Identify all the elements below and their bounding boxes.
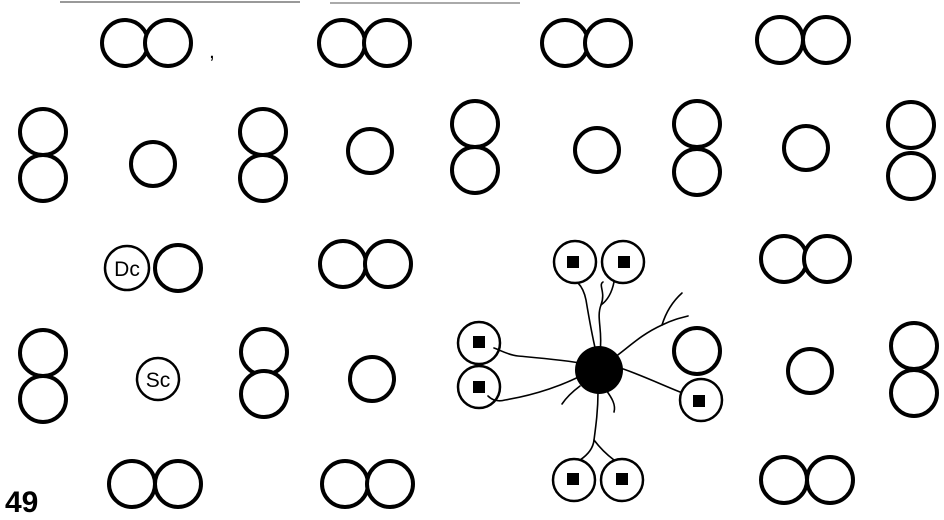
square-marker [473,381,485,393]
row-1: , [100,15,851,68]
row-5: 49 [5,455,855,519]
square-marker [618,256,630,268]
ring-pair-vertical [238,107,288,203]
ring-pair-horizontal [759,234,852,284]
ring-single [346,127,394,175]
ring-pair-vertical [889,321,939,418]
ring-pair-horizontal [759,455,855,505]
ring-pair-vertical [672,99,722,197]
ring-pair-vertical [18,328,68,424]
ring-single [786,347,834,395]
ring-single-sc: Sc [135,356,181,402]
ring-pair-marked-vertical [456,320,502,410]
ring-pair-vertical [239,327,289,419]
figure-number: 49 [5,486,38,519]
square-marker [567,256,579,268]
ring-pair-marked [551,457,645,503]
row-2 [18,99,936,203]
square-marker [693,395,705,407]
ring-single [573,126,621,174]
square-marker [616,473,628,485]
ring-single [129,140,177,188]
square-marker [473,336,485,348]
row-4: Sc [18,320,939,424]
top-rule [60,1,520,4]
ring-pair-vertical-marked [672,326,724,423]
ring-pair-horizontal [100,18,193,68]
dark-cell-body [575,346,623,394]
ring-pair-horizontal [317,18,412,68]
sc-label: Sc [146,369,171,392]
central-cell [487,281,689,461]
stray-comma-mark: , [209,40,215,63]
square-marker [567,473,579,485]
ring-pair-vertical [18,107,68,203]
ring-pair-vertical [886,100,936,201]
ring-pair-horizontal [318,239,413,289]
row-3: Dc [103,234,852,293]
ring-pair-marked [552,239,646,285]
ring-pair-vertical [450,99,500,195]
fiber-processes [487,281,689,461]
ring-pair-horizontal [320,459,415,509]
dc-label: Dc [114,258,140,281]
ring-pair-horizontal [107,459,203,509]
ring-single [782,124,830,172]
ring-pair-horizontal [755,15,851,65]
ring-single [348,355,396,403]
ring-pair-dc: Dc [103,243,203,293]
ring-pair-horizontal [540,18,633,68]
